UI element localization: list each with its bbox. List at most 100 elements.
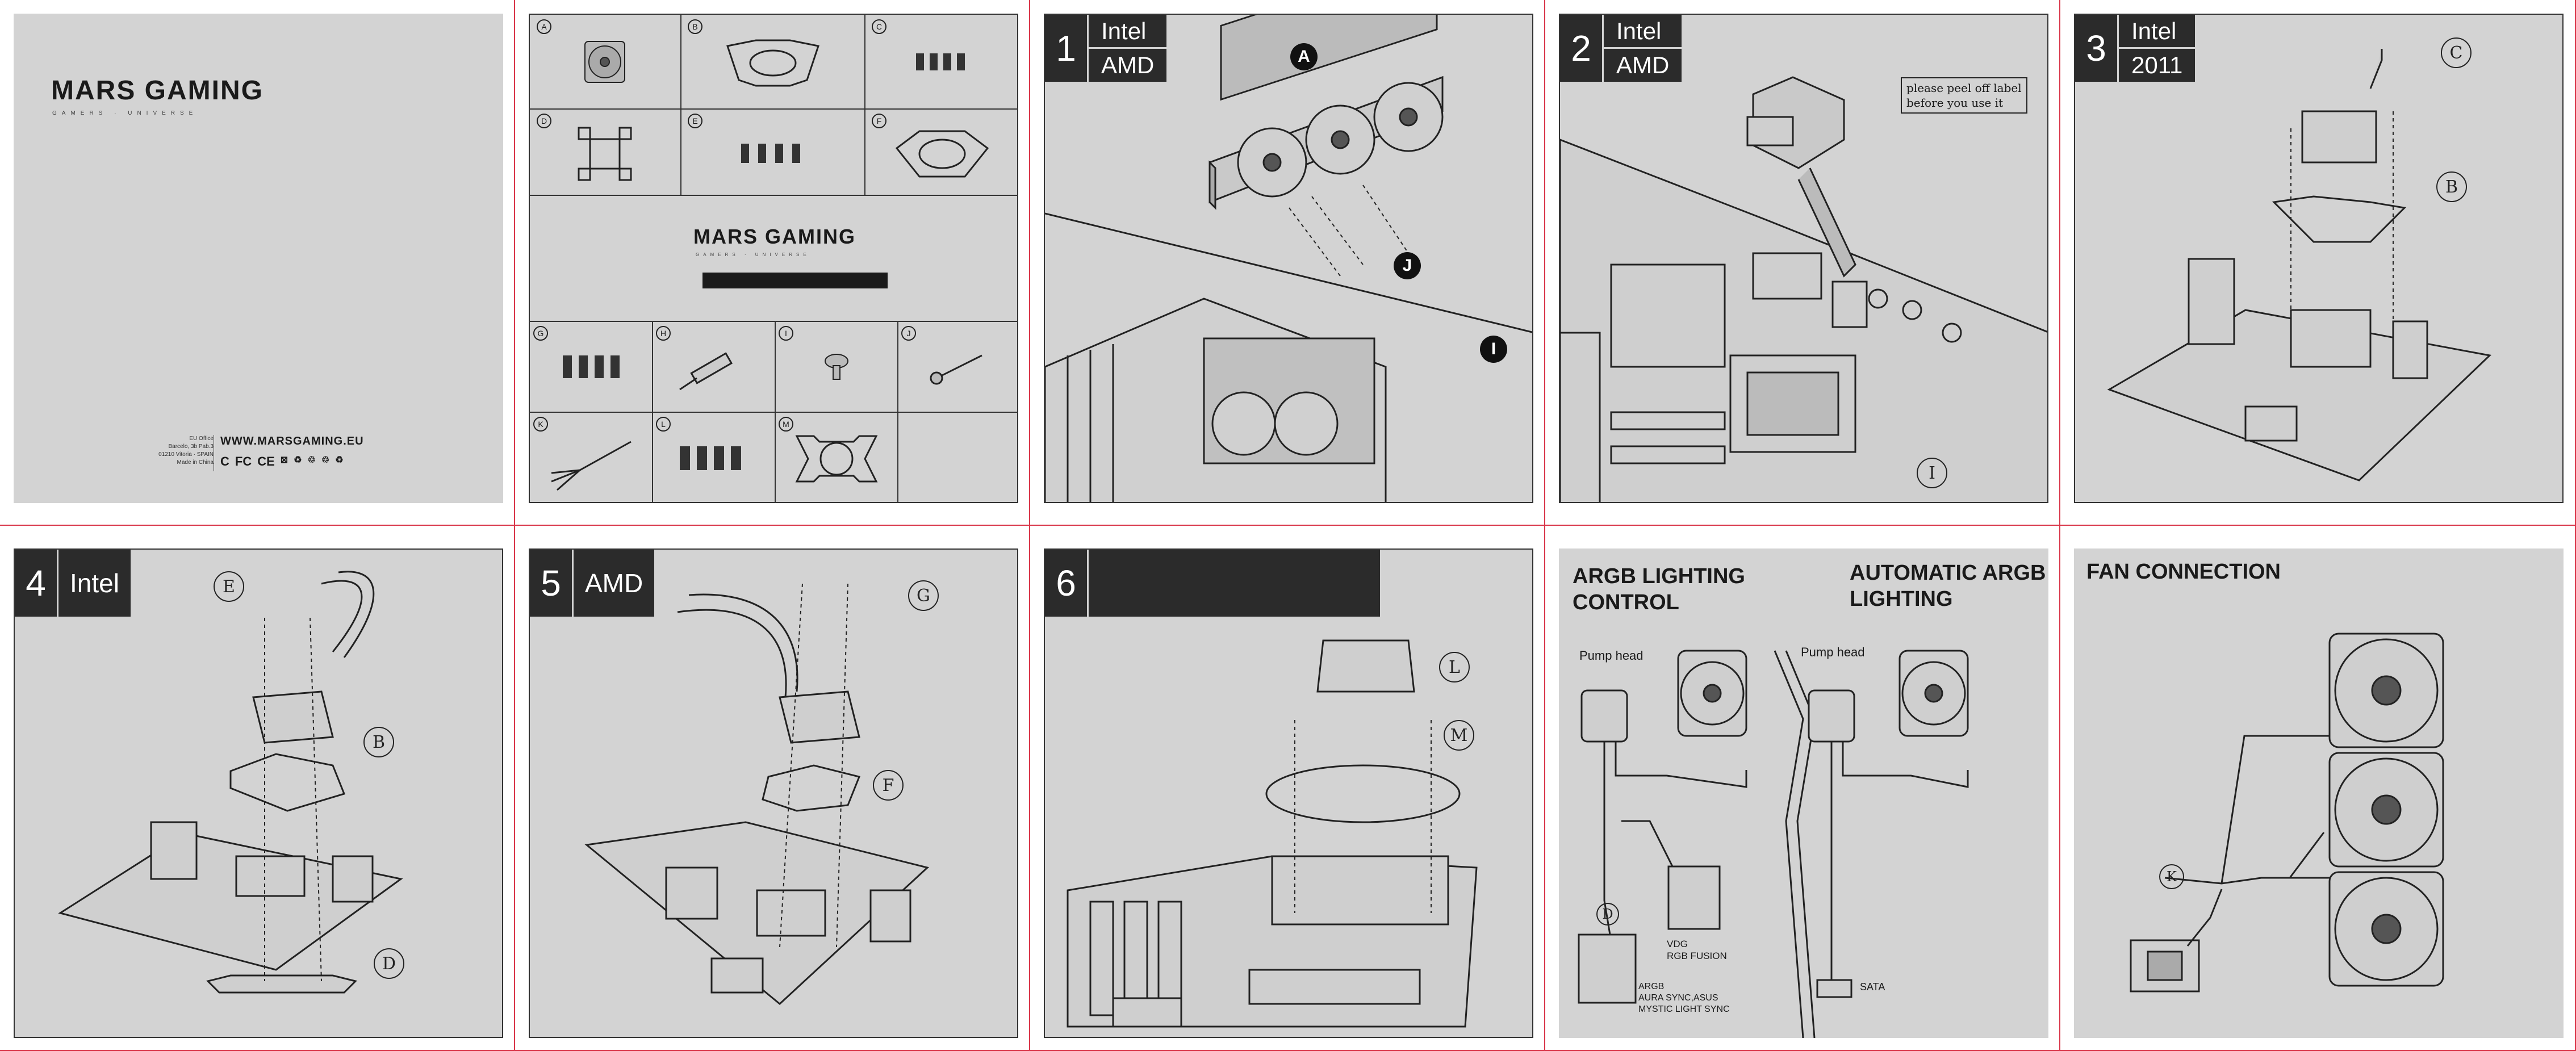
part-label-f: F [872,114,886,128]
step6-panel: 6 L M [1044,548,1533,1038]
parts-grid [530,15,1017,502]
vdg-label: VDG RGB FUSION [1667,939,1727,961]
peel-label-note: please peel off label before you use it [1901,77,2027,114]
step-number: 6 [1045,550,1089,617]
callout-l: L [1439,652,1470,682]
recycle-icon: ♲ [321,455,330,465]
page-cell-step4 [0,526,515,1051]
motherboard-pump-illustration [1560,76,2047,502]
connector-d-label: D [1596,903,1619,926]
cover-brand: MARS GAMING [51,76,264,106]
cover-tagline: GAMERS · UNIVERSE [52,110,198,116]
part-label-m: M [779,417,793,432]
argb-control-title: ARGB LIGHTING CONTROL [1573,564,1745,614]
step-label-intel: Intel [2131,18,2177,44]
recycle-icon: ♻ [335,455,344,465]
part-label-c: C [872,19,886,34]
page-cell-step2 [1545,0,2060,526]
page-cell-fan [2060,526,2576,1051]
part-fan-icon [584,41,625,83]
intel-install-illustration [58,571,403,994]
part-thermal-paste-icon [679,352,733,391]
step5-panel: 5 AMD G F [529,548,1018,1038]
part-label-g: G [533,326,548,341]
part-label-b: B [688,19,702,34]
part-label-j: J [901,326,916,341]
step1-panel: 1 Intel AMD A J I [1044,14,1533,503]
argb-wiring-diagram [1578,650,1969,1038]
callout-i: I [1480,336,1507,363]
pump-mount-illustration [1067,639,1478,1028]
part-screws-icon [680,446,741,470]
callout-j: J [1394,252,1421,279]
part-label-i: I [779,326,793,341]
page-cell-argb [1545,526,2060,1051]
callout-d: D [374,948,404,979]
step-label-amd: AMD [1604,47,1682,81]
step3-panel: 3 Intel 2011 C B [2074,14,2564,503]
step-number: 3 [2075,15,2119,82]
c-mark-icon: C [220,454,229,468]
cover-website: WWW.MARSGAMING.EU [220,435,364,447]
callout-a: A [1290,43,1318,70]
callout-b: B [2436,171,2467,202]
step-label-amd: AMD [585,568,643,598]
weee-mark-icon: ⊠ [280,455,288,465]
sata-label: SATA [1860,981,1885,993]
fcc-mark-icon: FC [235,454,252,468]
part-label-l: L [656,417,671,432]
ce-mark-icon: CE [257,454,275,468]
step-number: 5 [530,550,574,617]
step-label-amd: AMD [1089,47,1167,81]
part-amd-bracket-icon [895,130,989,178]
parts-tagline: GAMERS · UNIVERSE [696,252,810,257]
intel-2011-install-illustration [2107,49,2492,481]
amd-install-illustration [584,583,930,1005]
argb-sync-label: ARGB AURA SYNC,ASUS MYSTIC LIGHT SYNC [1638,982,1730,1014]
callout-m: M [1444,720,1474,751]
step4-header: 4 Intel [15,550,131,617]
page-cell-step5 [515,526,1030,1051]
step4-panel: 4 Intel E B D [14,548,503,1038]
part-label-e: E [688,114,702,128]
callout-i: I [1917,458,1947,488]
step-label-intel: Intel [1101,18,1147,44]
part-backplate-icon [578,127,632,181]
cover-address: EU Office Barcelo, 3b Pab.3 01210 Vitori… [158,436,214,466]
callout-c: C [2441,37,2472,68]
callout-k: K [2159,864,2184,889]
part-standoff-icon [825,354,848,380]
radiator-case-illustration [1045,15,1532,502]
step2-header: 2 Intel AMD [1560,15,1682,82]
callout-e: E [214,571,244,602]
step-label-2011: 2011 [2119,47,2196,81]
step-number: 1 [1045,15,1089,82]
callout-f: F [873,770,904,801]
step5-header: 5 AMD [530,550,655,617]
part-label-h: H [656,326,671,341]
page-cell-cover [0,0,515,526]
fan-panel: FAN CONNECTION K [2074,548,2564,1038]
recycle-icon: ♲ [307,455,316,465]
pump-head-label-left: Pump head [1579,648,1644,663]
pump-head-label-right: Pump head [1801,645,1865,659]
page-cell-step1 [1030,0,1545,526]
part-long-screw-icon [930,354,982,385]
part-label-a: A [537,19,551,34]
step3-header: 3 Intel 2011 [2075,15,2196,82]
cover-cert-marks: C FC CE ⊠ ♻ ♲ ♲ ♻ [220,454,344,469]
part-bracket-icon [726,39,819,87]
rohs-mark-icon: ♻ [294,455,302,465]
parts-black-bar [702,273,888,288]
part-screws-icon [916,53,965,70]
fan-wiring-diagram [2130,633,2444,993]
step-label-intel: Intel [70,568,119,598]
step2-panel: 2 Intel AMD please peel off label before… [1559,14,2048,503]
part-screws-icon [563,355,620,378]
step1-header: 1 Intel AMD [1045,15,1167,82]
part-cable-icon [551,441,632,491]
cover-panel: MARS GAMING GAMERS · UNIVERSE EU Office … [14,14,503,503]
callout-b: B [363,727,394,757]
parts-brand: MARS GAMING [693,225,856,248]
part-amd-plate-icon [795,435,878,483]
